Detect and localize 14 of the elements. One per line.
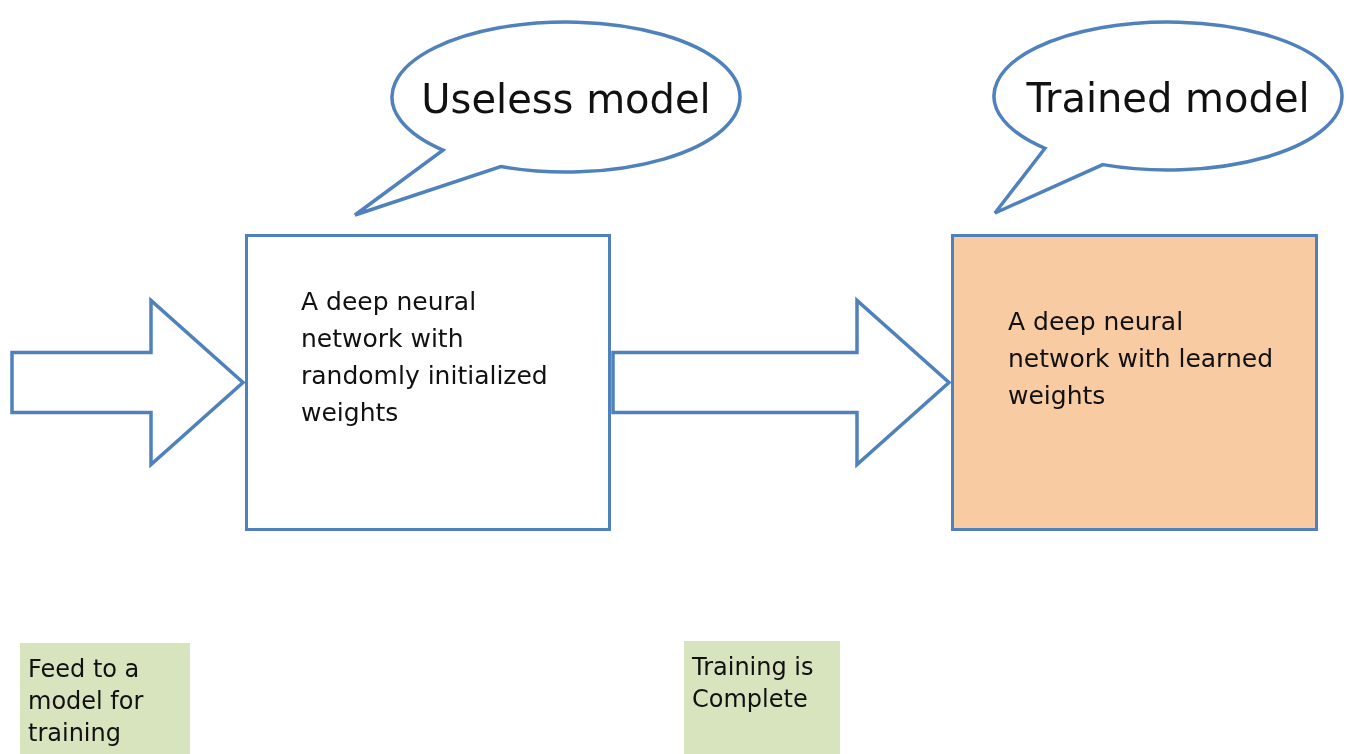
box-text: A deep neural network with randomly initialized weights bbox=[301, 286, 549, 429]
note-text: Feed to a model for training bbox=[28, 654, 145, 749]
speech-bubble bbox=[352, 20, 744, 220]
note-box bbox=[20, 643, 190, 754]
block-arrow bbox=[611, 296, 952, 469]
block-arrow bbox=[10, 296, 246, 469]
bubble-text: Trained model bbox=[1026, 75, 1310, 121]
box-text: A deep neural network with learned weights bbox=[1008, 306, 1275, 412]
process-box bbox=[951, 234, 1318, 531]
speech-bubble bbox=[990, 20, 1346, 217]
note-box bbox=[684, 641, 840, 754]
process-box bbox=[245, 234, 611, 531]
note-text: Training is Complete bbox=[692, 652, 815, 715]
bubble-text: Useless model bbox=[421, 76, 711, 122]
